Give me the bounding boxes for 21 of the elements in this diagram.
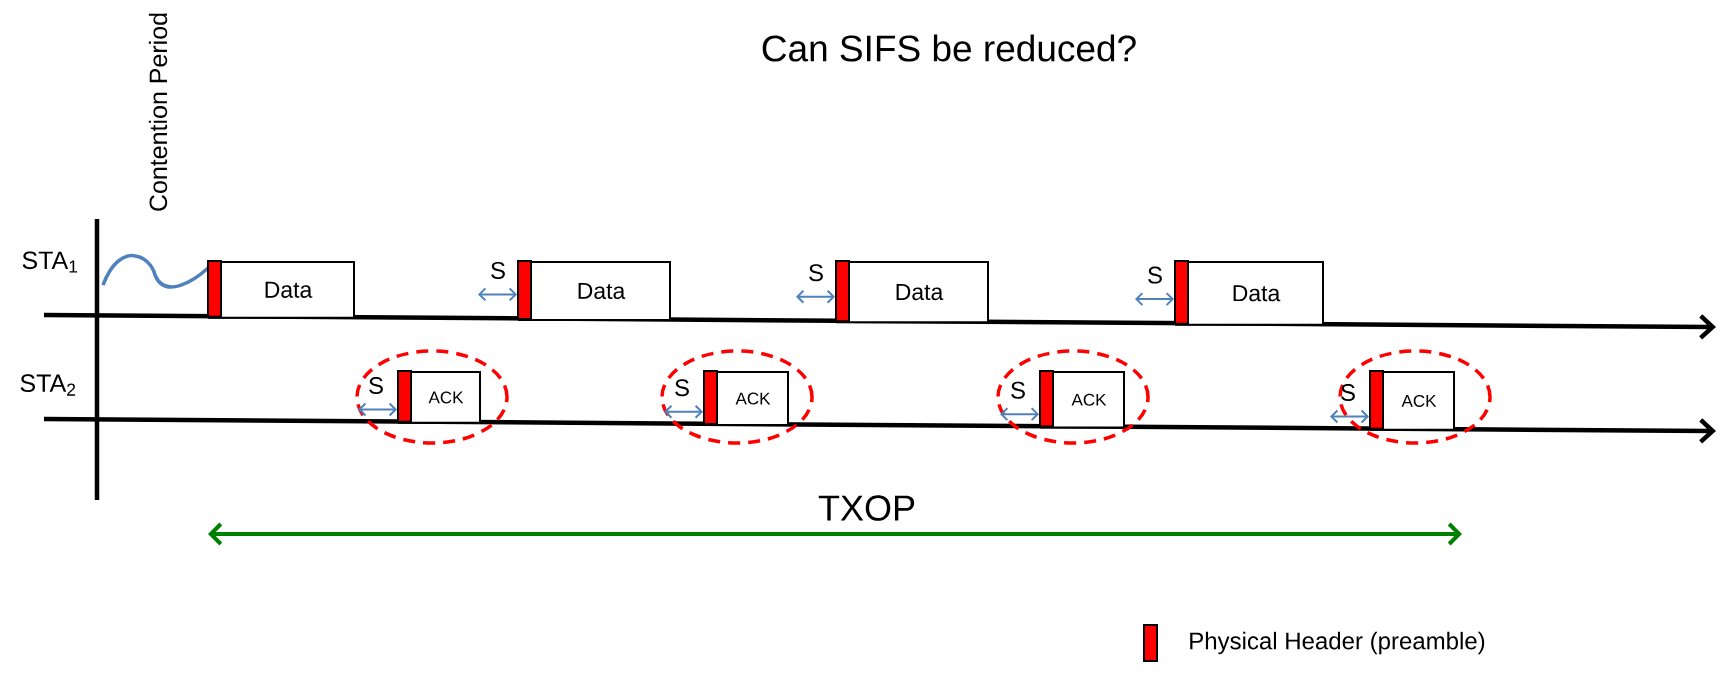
station-label: STA$_{2}$ <box>20 374 76 396</box>
legend-label: Physical Header (preamble) <box>1190 631 1485 655</box>
ack-frame-box: ACK <box>1369 370 1455 431</box>
sifs-label: S <box>809 264 823 282</box>
sifs-label: S <box>491 261 505 279</box>
sifs-label: S <box>1011 381 1025 399</box>
sifs-label: S <box>1148 266 1162 284</box>
data-frame-box: Data <box>835 260 989 324</box>
ack-frame-box: ACK <box>703 370 789 427</box>
period-label: Contention Period <box>148 13 168 211</box>
data-frame-box: Data <box>517 260 671 321</box>
ack-frame-box: ACK <box>397 370 481 424</box>
data-frame-box: Data <box>1174 260 1324 326</box>
data-frame-box: Data <box>207 260 355 319</box>
ack-frame-box: ACK <box>1039 370 1125 429</box>
sifs-label: S <box>675 379 689 397</box>
title: Can SIFS be reduced? <box>762 34 1136 62</box>
station-label: STA$_{1}$ <box>22 251 78 273</box>
sifs-label: S <box>369 377 383 395</box>
sifs-label: S <box>1341 384 1355 401</box>
txop-label: TXOP <box>818 495 915 521</box>
